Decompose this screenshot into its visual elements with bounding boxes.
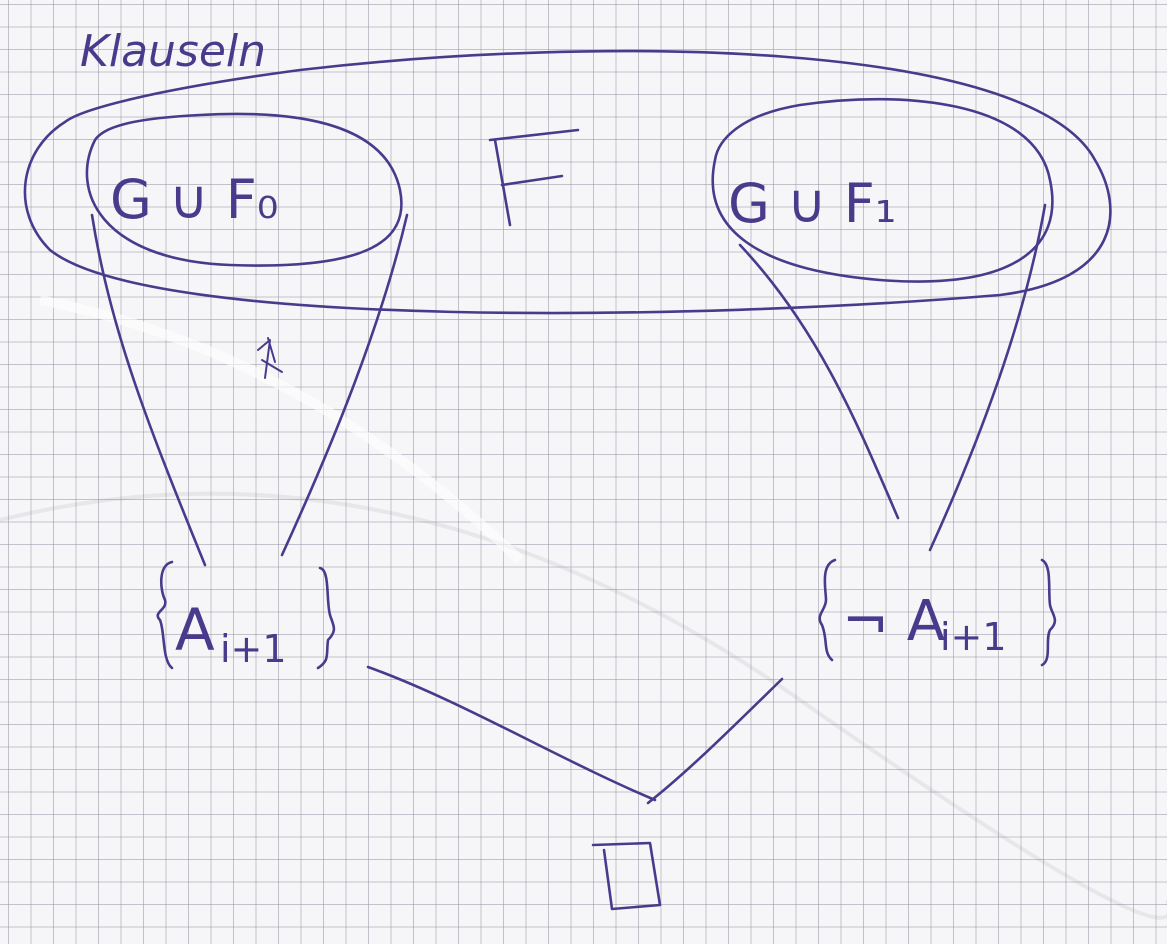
empty-clause-box (591, 841, 662, 911)
klauseln-label: Klauseln (80, 26, 266, 77)
left-set-ellipse (85, 112, 403, 267)
right-brace-open (818, 558, 837, 662)
right-set-label: G ∪ F₁ (728, 172, 896, 235)
left-set-label: G ∪ F₀ (110, 168, 278, 231)
left-clause-letter: A (175, 596, 215, 664)
right-clause-index: i+1 (940, 615, 1007, 659)
left-funnel-line (280, 213, 409, 557)
right-brace-close (1040, 558, 1057, 667)
resolution-line-left (366, 665, 657, 802)
left-funnel-line (90, 213, 207, 567)
paper-crease (0, 491, 1167, 920)
resolution-line-right (646, 677, 784, 805)
right-set-ellipse (711, 97, 1054, 283)
klauseln-ellipse (23, 49, 1112, 315)
left-brace-close (316, 566, 336, 670)
right-funnel-line (738, 243, 900, 520)
entails-symbol (488, 128, 580, 227)
right-funnel-line (928, 203, 1047, 552)
paper-crease-highlight (39, 295, 524, 564)
not-entails-mark (257, 337, 283, 379)
right-clause-letter: ¬ A (842, 589, 945, 654)
left-brace-open (156, 560, 174, 670)
left-clause-index: i+1 (220, 627, 287, 671)
